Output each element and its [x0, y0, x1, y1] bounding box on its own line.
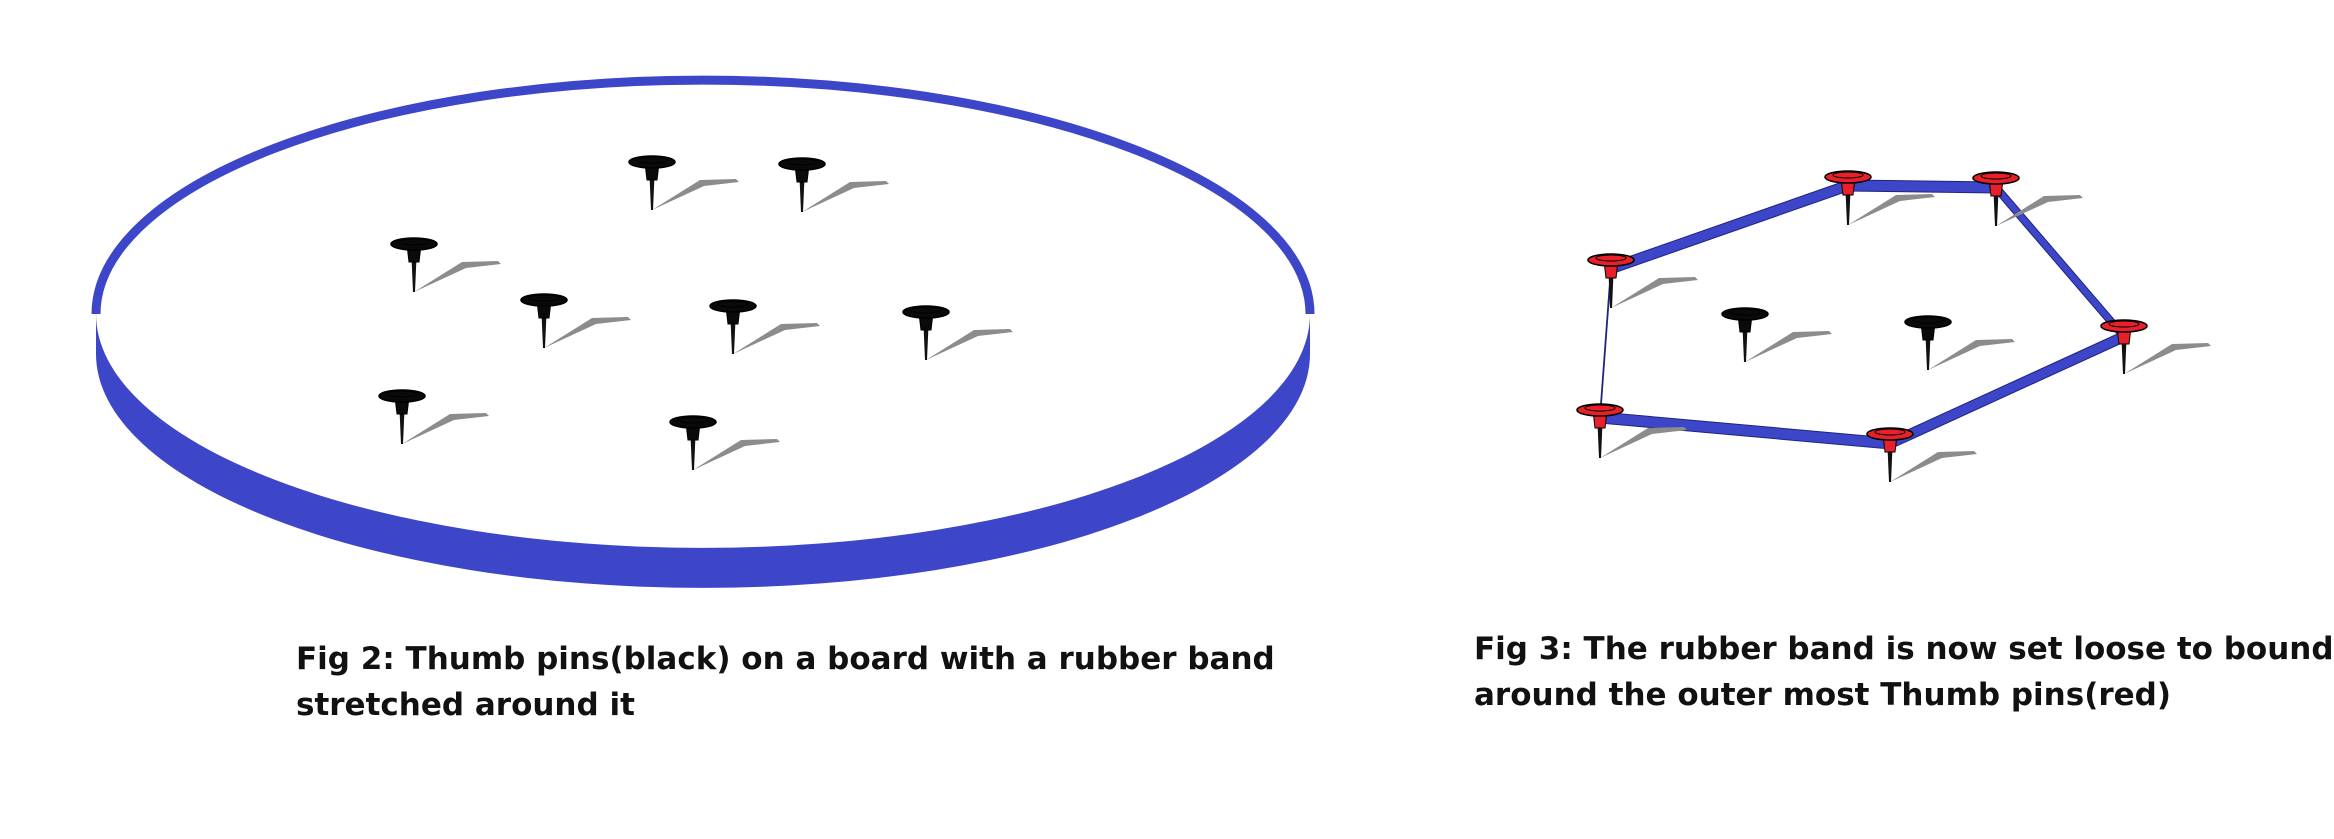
thumb-pin-icon: [1866, 427, 1914, 482]
rubber-band-segment: [1847, 179, 1997, 194]
thumb-pin-icon: [1824, 170, 1872, 225]
thumb-pin-icon: [1721, 307, 1769, 362]
pin-shadow: [2124, 343, 2211, 374]
pin-shadow: [402, 413, 489, 444]
fig3-pins: [1576, 170, 2211, 482]
thumb-pin-red: [2100, 319, 2211, 374]
thumb-pin-icon: [1972, 171, 2020, 226]
thumb-pin-icon: [2100, 319, 2148, 374]
rubber-band-segment: [1599, 411, 1891, 450]
thumb-pin-icon: [520, 293, 568, 348]
thumb-pin-black: [709, 299, 820, 354]
pin-shadow: [1611, 277, 1698, 308]
thumb-pin-red: [1576, 403, 1687, 458]
thumb-pin-red: [1866, 427, 1977, 482]
rubber-band-segment: [1995, 180, 2125, 344]
fig3-diagram: [1576, 170, 2211, 482]
fig2-diagram: [91, 75, 1315, 588]
pin-shadow: [1745, 331, 1832, 362]
fig2-caption-line1: Fig 2: Thumb pins(black) on a board with…: [296, 641, 1275, 677]
thumb-pin-red: [1824, 170, 1935, 225]
pin-shadow: [544, 317, 631, 348]
thumb-pin-icon: [1576, 403, 1624, 458]
thumb-pin-black: [520, 293, 631, 348]
fig2-pins: [378, 155, 1013, 470]
thumb-pin-icon: [628, 155, 676, 210]
thumb-pin-icon: [778, 157, 826, 212]
thumb-pin-icon: [669, 415, 717, 470]
thumb-pin-red: [1972, 171, 2083, 226]
pin-shadow: [414, 261, 501, 292]
fig3-rubber-band: [1599, 179, 2125, 450]
thumb-pin-black: [669, 415, 780, 470]
rubber-band-segment: [1610, 179, 1849, 275]
pin-shadow: [1890, 451, 1977, 482]
pin-shadow: [802, 181, 889, 212]
pin-shadow: [1848, 194, 1935, 225]
thumb-pin-icon: [709, 299, 757, 354]
fig3-caption-line2: around the outer most Thumb pins(red): [1474, 677, 2172, 713]
thumb-pin-black: [628, 155, 739, 210]
pin-shadow: [1600, 427, 1687, 458]
thumb-pin-black: [1904, 315, 2015, 370]
fig2-caption: Fig 2: Thumb pins(black) on a board with…: [296, 636, 1275, 728]
thumb-pin-icon: [902, 305, 950, 360]
rubber-band-ring-lower: [96, 314, 1310, 588]
fig2-caption-line2: stretched around it: [296, 687, 635, 723]
thumb-pin-black: [902, 305, 1013, 360]
fig2-rubber-band: [91, 75, 1315, 588]
thumb-pin-black: [378, 389, 489, 444]
rubber-band-segment: [1889, 330, 2125, 450]
thumb-pin-icon: [378, 389, 426, 444]
pin-shadow: [733, 323, 820, 354]
thumb-pin-icon: [1587, 253, 1635, 308]
thumb-pin-icon: [1904, 315, 1952, 370]
pin-shadow: [652, 179, 739, 210]
fig3-caption-line1: Fig 3: The rubber band is now set loose …: [1474, 631, 2334, 667]
thumb-pin-black: [1721, 307, 1832, 362]
pin-shadow: [693, 439, 780, 470]
fig3-caption: Fig 3: The rubber band is now set loose …: [1474, 626, 2334, 718]
pin-shadow: [1928, 339, 2015, 370]
pin-shadow: [1996, 195, 2083, 226]
thumb-pin-icon: [390, 237, 438, 292]
thumb-pin-red: [1587, 253, 1698, 308]
figure-canvas: [91, 75, 2211, 588]
thumb-pin-black: [778, 157, 889, 212]
thumb-pin-black: [390, 237, 501, 292]
pin-shadow: [926, 329, 1013, 360]
rubber-band-ring-upper: [91, 75, 1315, 315]
